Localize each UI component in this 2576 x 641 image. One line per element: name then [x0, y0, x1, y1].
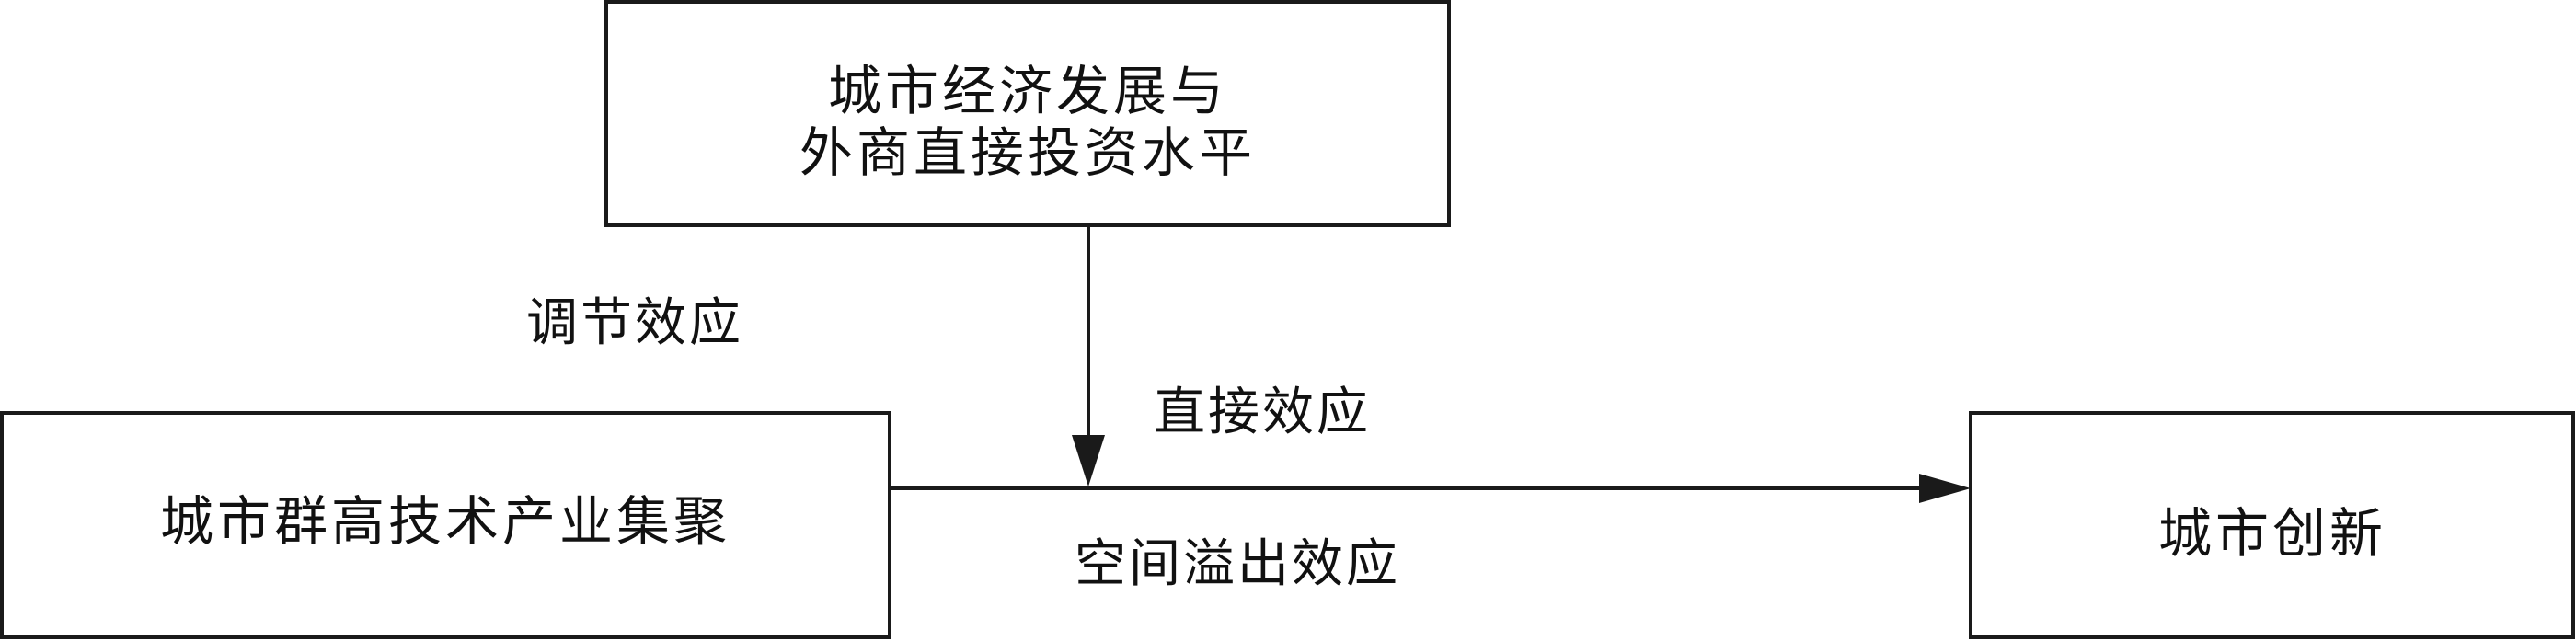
moderating-effect-label: 调节效应	[526, 293, 743, 353]
cluster-node: 城市群高技术产业集聚	[0, 411, 891, 639]
moderator-label-line1: 城市经济发展与	[828, 60, 1227, 122]
spillover-effect-label: 空间溢出效应	[1075, 534, 1400, 594]
moderator-label-line2: 外商直接投资水平	[799, 121, 1256, 184]
innovation-box	[1969, 411, 2575, 639]
cluster-box	[0, 411, 891, 639]
main-arrow	[890, 474, 1971, 503]
direct-effect-label: 直接效应	[1154, 383, 1371, 442]
moderator-node: 城市经济发展与 外商直接投资水平	[604, 0, 1451, 227]
moderator-arrow-head	[1072, 435, 1105, 486]
innovation-node: 城市创新	[1969, 411, 2575, 639]
moderator-arrow	[1072, 225, 1105, 486]
innovation-label: 城市创新	[2158, 502, 2386, 565]
moderator-box	[604, 0, 1451, 227]
cluster-label: 城市群高技术产业集聚	[160, 490, 730, 553]
main-arrow-head	[1919, 474, 1971, 503]
